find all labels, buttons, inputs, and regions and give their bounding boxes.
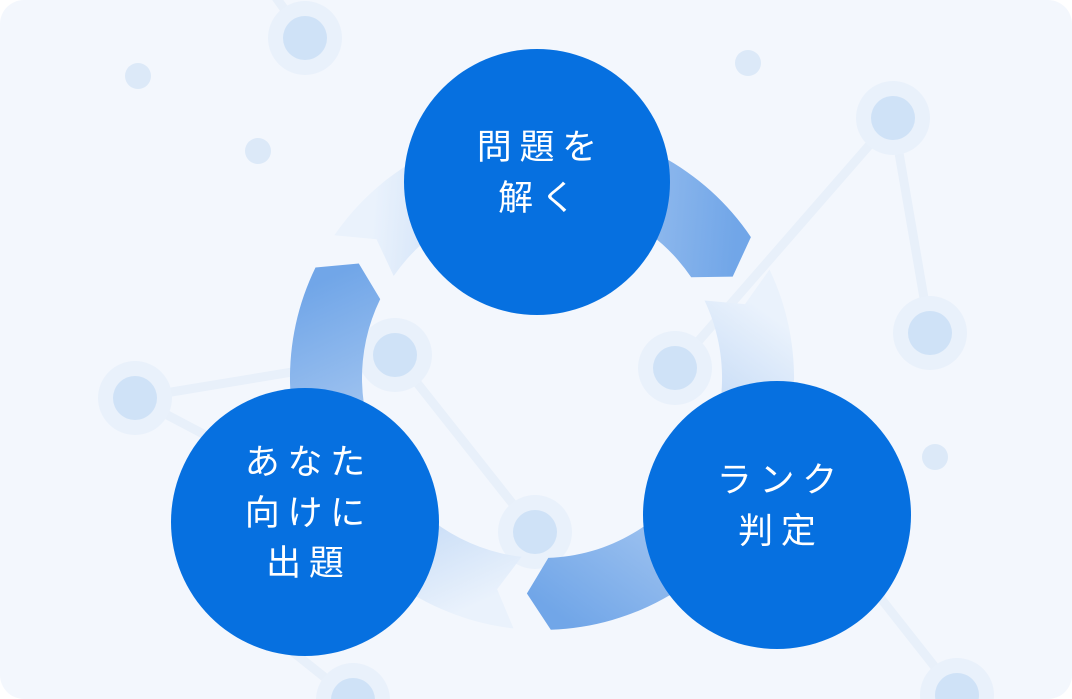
decor-dot <box>125 63 151 89</box>
network-node <box>513 510 557 554</box>
network-node <box>331 678 375 699</box>
step-label-line: あなた <box>244 442 373 483</box>
step-label-line: 判定 <box>738 512 824 552</box>
decor-dot <box>245 138 271 164</box>
step-label-line: 向けに <box>244 493 373 534</box>
network-line <box>390 350 540 537</box>
network-node <box>908 311 952 355</box>
step-label-line: 解く <box>498 179 584 219</box>
background-network-nodes <box>98 1 994 699</box>
step-label-solve-problems: 問題を 解く <box>469 123 605 225</box>
network-node <box>935 673 979 699</box>
network-node <box>871 96 915 140</box>
step-label-rank-judgement: ランク 判定 <box>709 456 845 558</box>
network-node <box>653 346 697 390</box>
network-line <box>670 113 898 373</box>
network-node <box>113 376 157 420</box>
decor-dot <box>922 444 948 470</box>
step-circle-rank-judgement: ランク 判定 <box>643 381 911 649</box>
step-label-line: ランク <box>716 461 845 502</box>
network-node <box>373 333 417 377</box>
background-dots <box>125 50 948 470</box>
step-label-personalized-questions: あなた 向けに 出題 <box>237 438 373 590</box>
step-label-line: 出題 <box>266 544 352 585</box>
decor-dot <box>735 50 761 76</box>
network-node <box>283 16 327 60</box>
step-circle-personalized-questions: あなた 向けに 出題 <box>171 388 439 656</box>
step-circle-solve-problems: 問題を 解く <box>404 49 670 315</box>
step-label-line: 問題を <box>476 128 605 169</box>
